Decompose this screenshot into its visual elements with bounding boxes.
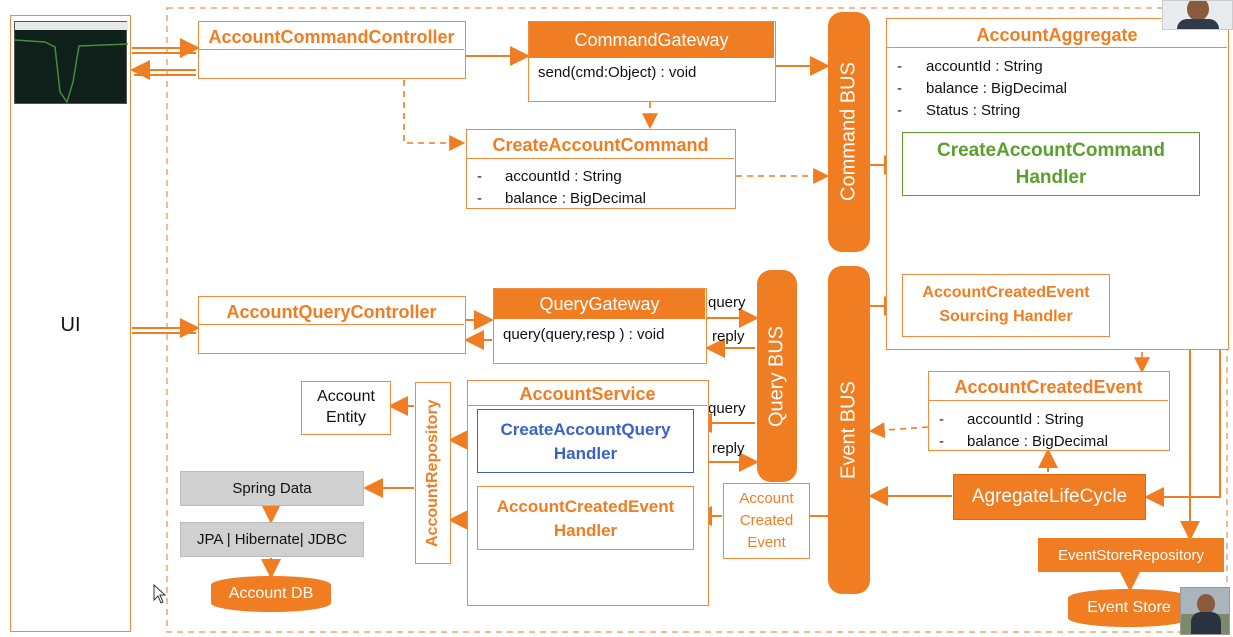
presenter-webcam-bottom	[1180, 587, 1230, 635]
event-handler-line-2: Handler	[553, 521, 618, 540]
field-bullet: -	[939, 411, 944, 428]
ui-label: UI	[60, 314, 81, 336]
account-aggregate-title: AccountAggregate	[887, 22, 1227, 48]
account-service-title: AccountService	[468, 382, 707, 406]
account-db-label: Account DB	[228, 585, 314, 602]
field-account-id: accountId : String	[505, 168, 622, 185]
account-repository: AccountRepository	[415, 382, 451, 564]
command-bus-label: Command BUS	[837, 62, 860, 202]
event-message-line-1: Account	[739, 490, 794, 507]
jpa-label: JPA | Hibernate| JDBC	[196, 531, 348, 548]
field-bullet: -	[477, 168, 482, 185]
create-account-query-handler: CreateAccountQuery Handler	[477, 409, 694, 473]
event-bus: Event BUS	[828, 266, 870, 594]
field-balance: balance : BigDecimal	[926, 80, 1067, 97]
query-handler-line-1: CreateAccountQuery	[500, 420, 671, 439]
field-bullet: -	[939, 433, 944, 450]
query-gateway: QueryGateway query(query,resp ) : void	[493, 288, 707, 364]
aggregate-lifecycle-label: AgregateLifeCycle	[971, 486, 1128, 507]
create-account-command: CreateAccountCommand - accountId : Strin…	[466, 129, 736, 209]
account-entity-line-2: Entity	[325, 409, 366, 426]
event-message-line-2: Created	[739, 512, 794, 529]
field-bullet: -	[477, 190, 482, 207]
create-account-command-handler: CreateAccountCommand Handler	[902, 132, 1200, 196]
reply-label-top: reply	[712, 328, 745, 345]
field-bullet: -	[897, 102, 902, 119]
spring-data-label: Spring Data	[232, 480, 312, 497]
account-created-event-message: Account Created Event	[723, 483, 810, 559]
event-bus-label: Event BUS	[837, 381, 860, 479]
ui-panel: UI	[10, 15, 131, 632]
query-gateway-title: QueryGateway	[494, 289, 705, 319]
account-query-controller: AccountQueryController	[198, 296, 466, 354]
event-store: Event Store	[1068, 589, 1190, 627]
spring-data: Spring Data	[180, 471, 364, 506]
query-bus-label: Query BUS	[765, 325, 788, 427]
event-store-repository-label: EventStoreRepository	[1058, 546, 1204, 564]
account-repository-label: AccountRepository	[424, 399, 441, 547]
field-account-id: accountId : String	[926, 58, 1043, 75]
field-account-id: accountId : String	[967, 411, 1084, 428]
account-entity: Account Entity	[301, 381, 391, 435]
query-handler-line-2: Handler	[553, 444, 618, 463]
query-gateway-method: query(query,resp ) : void	[503, 326, 665, 343]
event-handler-line-1: AccountCreatedEvent	[496, 497, 675, 516]
account-query-controller-title: AccountQueryController	[199, 299, 464, 325]
command-gateway: CommandGateway send(cmd:Object) : void	[528, 21, 776, 102]
field-balance: balance : BigDecimal	[967, 433, 1108, 450]
account-created-event-handler: AccountCreatedEvent Handler	[477, 486, 694, 550]
sourcing-handler-line-1: AccountCreatedEvent	[922, 284, 1090, 301]
command-gateway-method: send(cmd:Object) : void	[538, 64, 697, 81]
command-gateway-title: CommandGateway	[529, 22, 774, 58]
handler-line-2: Handler	[1015, 167, 1087, 188]
account-entity-line-1: Account	[317, 388, 375, 405]
account-created-event-title: AccountCreatedEvent	[929, 373, 1168, 401]
event-store-label: Event Store	[1087, 599, 1171, 616]
handler-line-1: CreateAccountCommand	[936, 140, 1166, 161]
command-bus: Command BUS	[828, 12, 870, 252]
query-label-bottom: query	[708, 400, 746, 417]
account-command-controller-title: AccountCommandController	[199, 24, 464, 50]
aggregate-lifecycle: AgregateLifeCycle	[953, 474, 1146, 520]
query-bus: Query BUS	[757, 270, 797, 482]
jpa-hibernate-jdbc: JPA | Hibernate| JDBC	[180, 522, 364, 557]
system-boundary	[166, 7, 1228, 633]
event-store-repository: EventStoreRepository	[1038, 538, 1224, 572]
field-bullet: -	[897, 80, 902, 97]
query-label-top: query	[708, 294, 746, 311]
field-bullet: -	[897, 58, 902, 75]
ui-thumbnail	[14, 21, 128, 104]
account-created-event-sourcing-handler: AccountCreatedEvent Sourcing Handler	[902, 274, 1110, 337]
sourcing-handler-line-2: Sourcing Handler	[939, 308, 1073, 325]
account-created-event: AccountCreatedEvent - accountId : String…	[928, 371, 1170, 451]
mouse-cursor-icon	[153, 584, 167, 604]
presenter-webcam-top	[1162, 0, 1233, 30]
field-balance: balance : BigDecimal	[505, 190, 646, 207]
event-message-line-3: Event	[747, 534, 786, 551]
create-account-command-title: CreateAccountCommand	[467, 131, 734, 159]
field-status: Status : String	[926, 102, 1021, 119]
account-command-controller: AccountCommandController	[198, 21, 466, 79]
account-db: Account DB	[211, 576, 331, 612]
reply-label-bottom: reply	[712, 440, 745, 457]
